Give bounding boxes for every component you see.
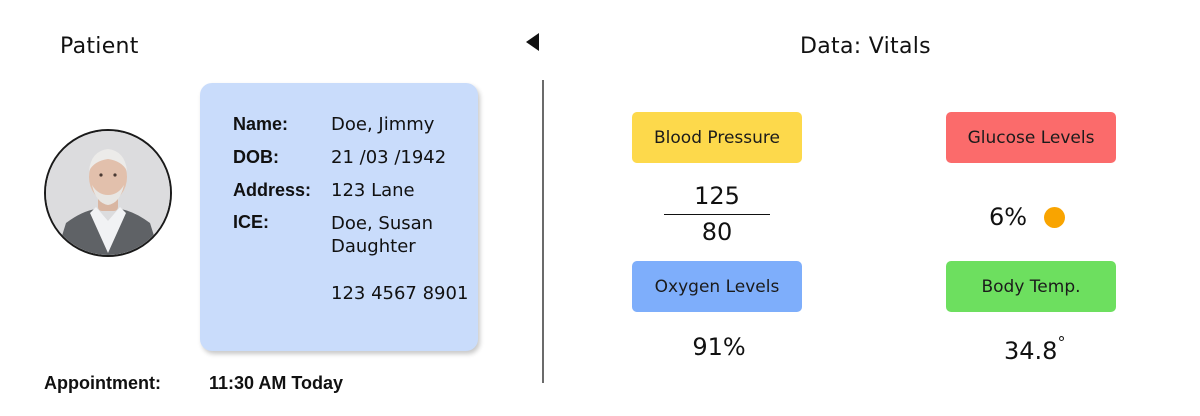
- systolic-value: 125: [694, 182, 740, 210]
- patient-section-title: Patient: [60, 34, 139, 59]
- section-divider: [542, 80, 544, 383]
- blood-pressure-label: Blood Pressure: [632, 112, 802, 163]
- degree-symbol: °: [1057, 333, 1066, 352]
- ice-label: ICE:: [233, 212, 269, 232]
- patient-avatar: [44, 129, 172, 257]
- diastolic-value: 80: [701, 218, 733, 246]
- ice-phone: 123 4567 8901: [331, 283, 469, 304]
- vitals-section-title: Data: Vitals: [800, 34, 931, 59]
- address-value: 123 Lane: [331, 180, 415, 201]
- body-temp-number: 34.8: [1004, 337, 1058, 365]
- address-label: Address:: [233, 180, 312, 200]
- ice-contact-name: Doe, Susan: [331, 213, 434, 234]
- dob-label: DOB:: [233, 147, 279, 167]
- appointment-value: 11:30 AM Today: [209, 373, 344, 393]
- name-value: Doe, Jimmy: [331, 114, 435, 135]
- glucose-value: 6%: [988, 203, 1028, 231]
- dob-value: 21 /03 /1942: [331, 147, 447, 168]
- left-triangle-icon[interactable]: [526, 33, 539, 51]
- oxygen-label: Oxygen Levels: [632, 261, 802, 312]
- ice-relation: Daughter: [331, 236, 416, 257]
- oxygen-value: 91%: [692, 333, 746, 361]
- fraction-line: [664, 214, 770, 215]
- body-temp-value: 34.8°: [1004, 333, 1065, 365]
- patient-info-card: [200, 83, 478, 351]
- appointment-label: Appointment:: [44, 373, 161, 393]
- glucose-label: Glucose Levels: [946, 112, 1116, 163]
- patient-photo-icon: [46, 131, 170, 255]
- body-temp-label: Body Temp.: [946, 261, 1116, 312]
- name-label: Name:: [233, 114, 289, 134]
- glucose-status-indicator: [1044, 207, 1065, 228]
